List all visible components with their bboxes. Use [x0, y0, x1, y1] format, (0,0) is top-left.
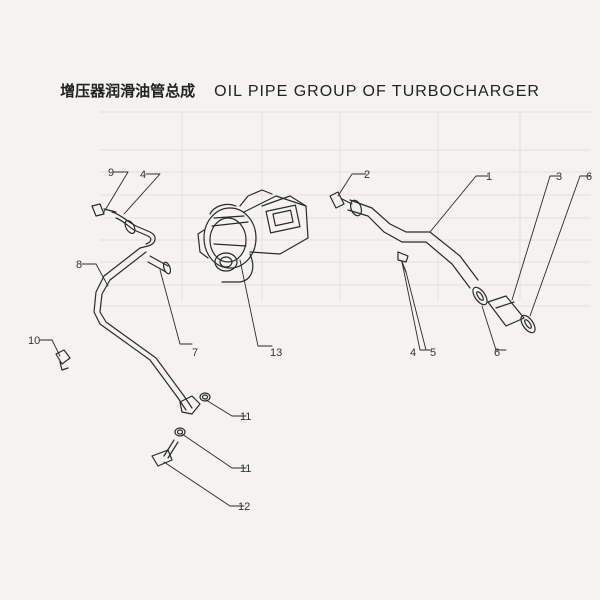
part-washer-11-lower [174, 427, 186, 437]
callout-5: 5 [430, 347, 436, 359]
callout-12: 12 [238, 501, 250, 513]
callout-13: 13 [270, 347, 282, 359]
callout-1: 1 [486, 171, 492, 183]
callout-11-upper: 11 [240, 411, 251, 423]
title-english: OIL PIPE GROUP OF TURBOCHARGER [214, 83, 540, 100]
callout-6-lower: 6 [494, 347, 500, 359]
callout-numbers: 9 4 8 10 7 13 11 11 12 2 1 3 6 4 5 6 [28, 167, 592, 513]
part-turbocharger-13 [197, 189, 309, 283]
part-pipe-upper-4 [111, 211, 156, 249]
callout-7: 7 [192, 347, 198, 359]
part-joint-lower [179, 392, 211, 415]
part-gasket-7 [147, 255, 172, 275]
callout-4-right: 4 [410, 347, 416, 359]
part-gasket-6-upper [472, 286, 488, 306]
title-chinese: 增压器润滑油管总成 [60, 82, 196, 100]
part-oil-return-pipe-1 [347, 199, 479, 289]
part-oil-pipe-8 [93, 247, 193, 411]
callout-3: 3 [556, 171, 562, 183]
page-title: 增压器润滑油管总成 OIL PIPE GROUP OF TURBOCHARGER [0, 80, 600, 104]
part-clip-10 [55, 349, 71, 371]
part-banjo-bolt-2 [329, 191, 353, 209]
callout-6-right: 6 [586, 171, 592, 183]
background-ghost-table [99, 111, 591, 307]
callout-11-lower: 11 [240, 463, 251, 475]
callout-9: 9 [108, 167, 114, 179]
part-banjo-bolt-9 [91, 203, 117, 217]
callout-4-left: 4 [140, 169, 146, 181]
callout-10: 10 [28, 335, 40, 347]
part-bolt-12 [151, 439, 179, 467]
part-hose-3 [487, 295, 525, 327]
callout-8: 8 [76, 259, 82, 271]
part-gasket-6-lower [520, 314, 536, 334]
callout-2: 2 [364, 169, 370, 181]
leader-lines [39, 171, 591, 507]
